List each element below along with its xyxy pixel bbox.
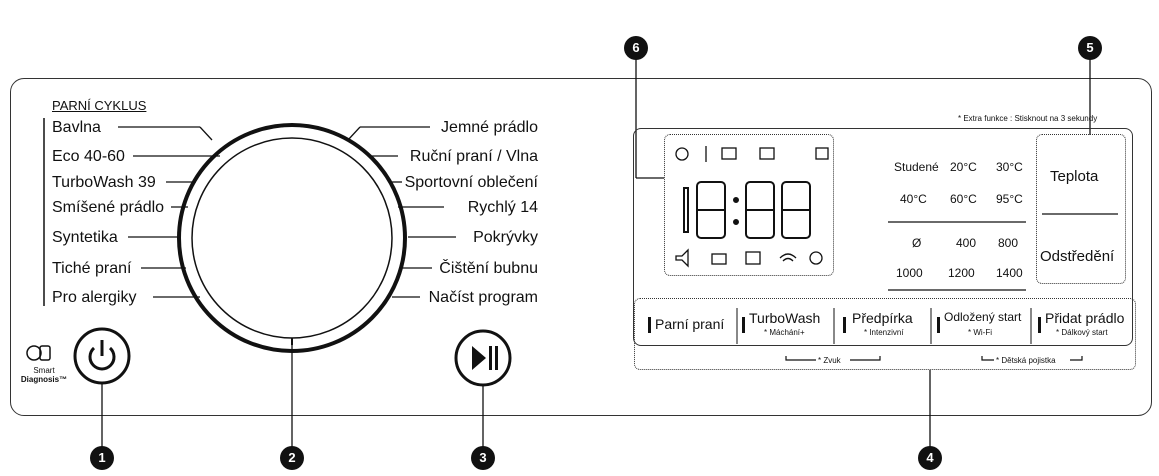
start-pause-ring: [454, 329, 512, 387]
spin-button[interactable]: Odstředění: [1040, 248, 1115, 265]
lock-icon: [809, 251, 823, 265]
program-right-2[interactable]: Ruční praní / Vlna: [409, 148, 538, 165]
seven-segment-display: [683, 181, 811, 239]
callout-6: 6: [624, 36, 648, 60]
delay-start-sub: * Wi-Fi: [968, 328, 992, 337]
temp-option-95: 95°C: [996, 192, 1023, 206]
temp-option-cold: Studené: [894, 160, 939, 174]
mute-icon: [675, 248, 689, 268]
program-right-5[interactable]: Pokrývky: [473, 229, 538, 246]
temp-option-60: 60°C: [950, 192, 977, 206]
power-button[interactable]: [75, 329, 129, 383]
callout-3: 3: [471, 446, 495, 470]
shirt-icon: [759, 147, 775, 160]
extra-function-note: * Extra funkce : Stisknout na 3 sekundy: [958, 114, 1098, 123]
wifi-icon: [779, 253, 797, 262]
smart-diagnosis-line1: Smart: [33, 366, 55, 375]
shirt-add-icon: [745, 251, 761, 265]
turbowash-button[interactable]: TurboWash: [749, 310, 821, 326]
delay-start-button[interactable]: Odložený start: [944, 310, 1022, 324]
prewash-icon: [721, 147, 737, 160]
callout-4: 4: [918, 446, 942, 470]
program-right-6[interactable]: Čištění bubnu: [439, 260, 538, 277]
callout-5: 5: [1078, 36, 1102, 60]
program-left-5[interactable]: Syntetika: [52, 229, 118, 246]
ai-icon: [675, 147, 689, 161]
display-area-outline: [664, 134, 834, 276]
tub-icon: [711, 253, 727, 265]
start-pause-button[interactable]: [456, 331, 510, 385]
program-left-2[interactable]: Eco 40-60: [52, 148, 125, 165]
program-left-1[interactable]: Bavlna: [52, 119, 101, 136]
spin-option-1200: 1200: [948, 266, 975, 280]
temperature-spin-buttons-outline: [1036, 134, 1126, 284]
steam-cycle-title: PARNÍ CYKLUS: [52, 98, 147, 113]
program-left-6[interactable]: Tiché praní: [52, 260, 132, 277]
program-right-3[interactable]: Sportovní oblečení: [404, 174, 538, 191]
prewash-button[interactable]: Předpírka: [852, 310, 913, 326]
temp-option-40: 40°C: [900, 192, 927, 206]
prewash-sub: * Intenzivní: [864, 328, 904, 337]
program-right-7[interactable]: Načíst program: [428, 289, 538, 306]
callout-1: 1: [90, 446, 114, 470]
steam-wash-button[interactable]: Parní praní: [655, 316, 725, 332]
control-panel: [10, 78, 1152, 416]
spin-option-800: 800: [998, 236, 1019, 250]
add-laundry-sub: * Dálkový start: [1056, 328, 1108, 337]
spin-option-400: 400: [956, 236, 977, 250]
program-right-4[interactable]: Rychlý 14: [467, 199, 538, 216]
temperature-button[interactable]: Teplota: [1050, 168, 1099, 185]
steam-icon: [815, 147, 829, 160]
option-buttons-outline: [634, 298, 1136, 370]
add-laundry-button[interactable]: Přidat prádlo: [1045, 310, 1125, 326]
child-lock-combo-note: * Dětská pojistka: [996, 356, 1056, 365]
program-dial[interactable]: [179, 125, 405, 351]
program-left-3[interactable]: TurboWash 39: [52, 174, 156, 191]
power-ring: [73, 327, 131, 385]
program-left-7[interactable]: Pro alergiky: [52, 289, 137, 306]
spin-option-none: Ø: [912, 236, 922, 250]
turbowash-sub: * Máchání+: [764, 328, 805, 337]
program-left-4[interactable]: Smíšené prádlo: [52, 199, 165, 216]
callout-2: 2: [280, 446, 304, 470]
smart-diagnosis-line2: Diagnosis™: [20, 375, 68, 384]
temp-option-30: 30°C: [996, 160, 1023, 174]
spin-option-1000: 1000: [896, 266, 923, 280]
temp-option-20: 20°C: [950, 160, 977, 174]
display-panel: [633, 128, 1133, 346]
spin-option-1400: 1400: [996, 266, 1023, 280]
sound-combo-note: * Zvuk: [818, 356, 841, 365]
display-digits: 18:88: [840, 214, 843, 215]
program-right-1[interactable]: Jemné prádlo: [441, 119, 538, 136]
